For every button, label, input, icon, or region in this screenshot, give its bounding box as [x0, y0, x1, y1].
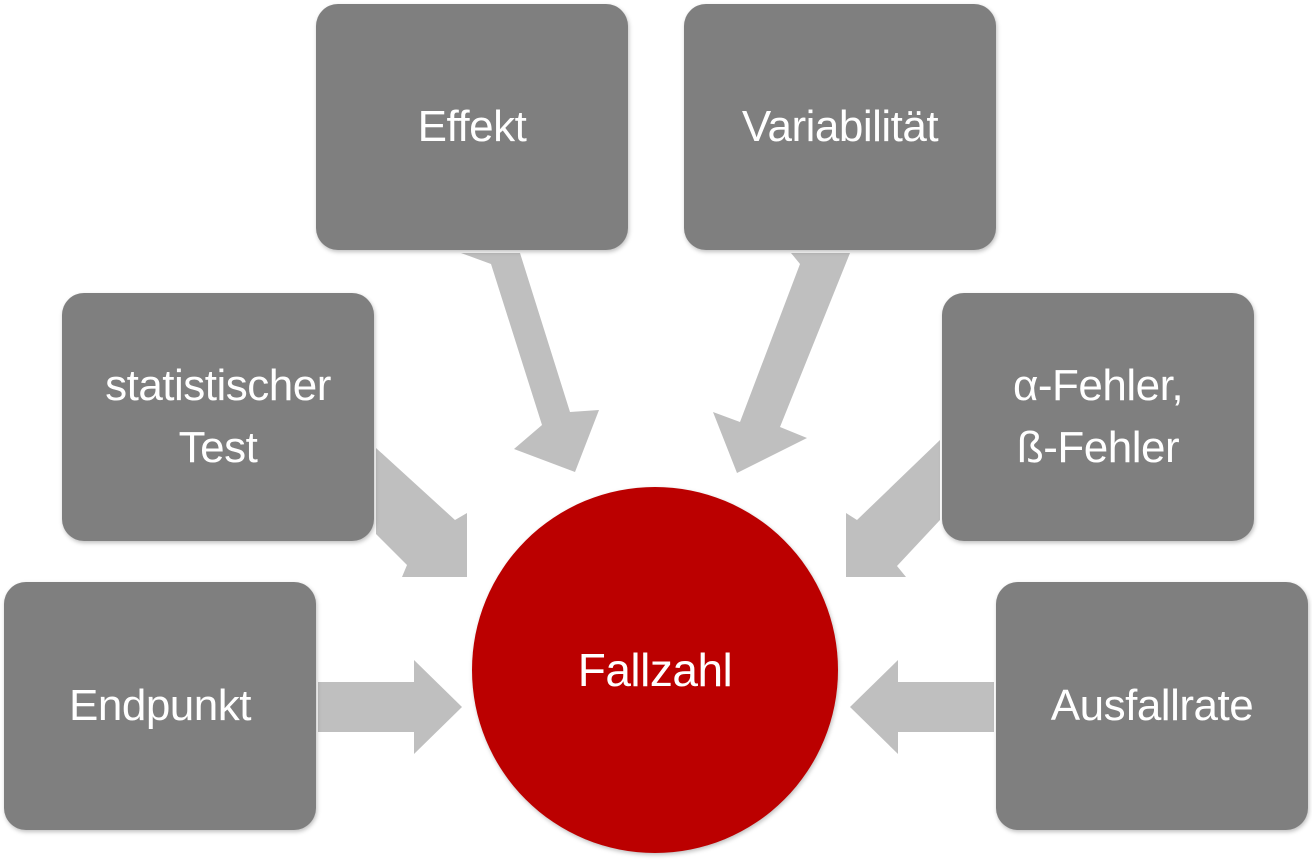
arrow-endpunkt-to-fallzahl	[318, 660, 462, 754]
factor-box-variabilitaet: Variabilität	[684, 4, 996, 250]
factor-box-alpha-beta-fehler: α-Fehler, ß-Fehler	[942, 293, 1254, 541]
arrow-test-to-fallzahl	[376, 448, 467, 577]
arrow-fehler-to-fallzahl	[846, 440, 940, 577]
center-circle-fallzahl: Fallzahl	[472, 487, 838, 853]
arrow-ausfallrate-to-fallzahl	[850, 660, 994, 754]
arrow-variabilitaet-to-fallzahl	[713, 253, 850, 473]
factor-box-endpunkt: Endpunkt	[4, 582, 316, 830]
arrow-effekt-to-fallzahl	[461, 253, 599, 472]
factor-box-statistischer-test: statistischer Test	[62, 293, 374, 541]
factor-box-effekt: Effekt	[316, 4, 628, 250]
factor-box-ausfallrate: Ausfallrate	[996, 582, 1308, 830]
center-label: Fallzahl	[577, 644, 733, 696]
